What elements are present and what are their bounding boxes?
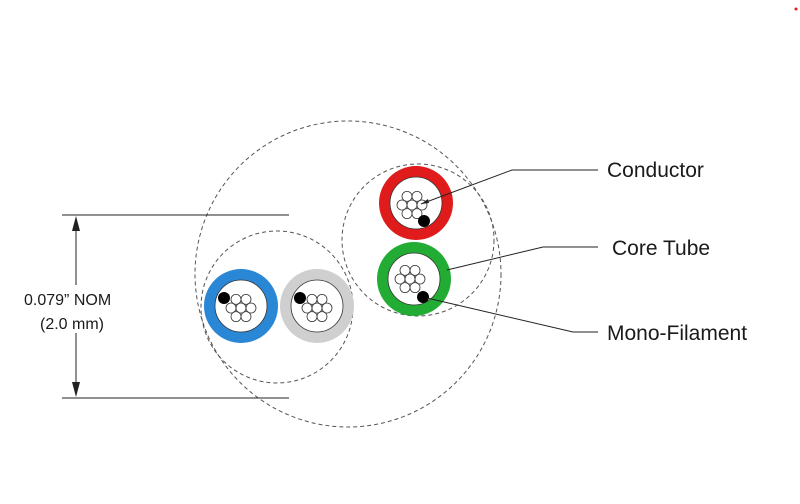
label-mono-filament: Mono-Filament — [607, 322, 747, 345]
label-core-tube: Core Tube — [612, 237, 710, 260]
mono-filament-grey — [294, 292, 306, 304]
dimension-label-mm: (2.0 mm) — [40, 316, 104, 333]
dimension-marker — [62, 214, 289, 399]
mono-filament-red — [418, 215, 430, 227]
label-conductor: Conductor — [607, 159, 704, 182]
leader-line-conductor — [420, 169, 598, 205]
conductor-red — [379, 166, 453, 240]
dimension-label-inch: 0.079” NOM — [24, 292, 111, 309]
conductor-green — [377, 242, 451, 316]
corner-mark — [794, 7, 798, 11]
conductor-grey — [280, 269, 354, 343]
mono-filament-green — [417, 291, 429, 303]
leader-line-core-tube — [446, 246, 598, 271]
right-pair-outline — [341, 163, 495, 317]
leader-line-mono-filament — [426, 297, 598, 333]
mono-filament-blue — [218, 292, 230, 304]
conductor-blue — [204, 269, 278, 343]
outer-jacket-outline — [194, 120, 502, 428]
